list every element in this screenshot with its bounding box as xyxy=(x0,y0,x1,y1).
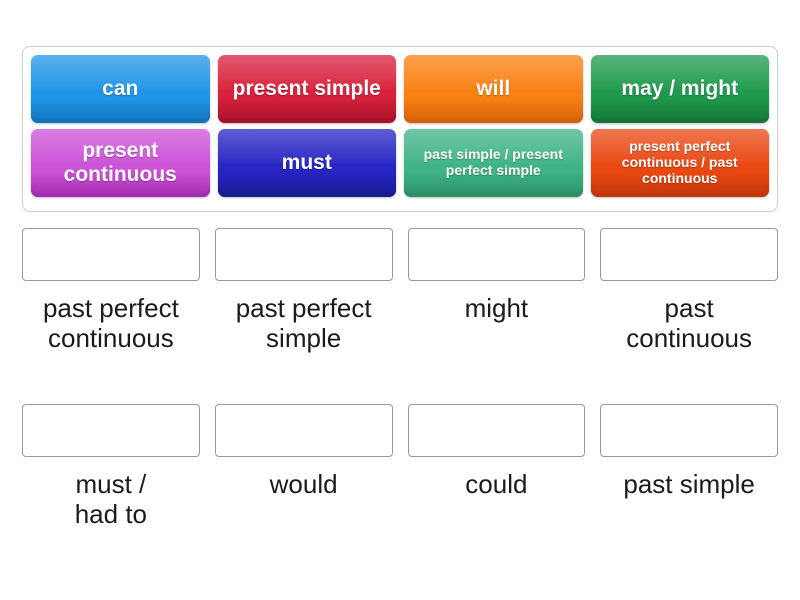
tile-label: must xyxy=(281,151,332,175)
draggable-tile[interactable]: present perfect continuous / past contin… xyxy=(590,129,769,197)
draggable-tile[interactable]: must xyxy=(217,129,396,197)
answer-label: past simple xyxy=(623,468,755,499)
drop-zone[interactable] xyxy=(214,403,393,457)
draggable-tile[interactable]: can xyxy=(31,55,210,123)
tile-tray: can present simple will may / might pres… xyxy=(22,46,778,212)
answer-label: past perfect continuous xyxy=(42,293,179,353)
drop-zone[interactable] xyxy=(600,403,778,457)
tile-label: present continuous xyxy=(63,139,177,186)
answer-grid: past perfect continuous past perfect sim… xyxy=(22,228,778,530)
draggable-tile[interactable]: present continuous xyxy=(31,129,210,197)
answer-cell: might xyxy=(407,228,586,354)
answer-cell: past perfect simple xyxy=(214,228,393,354)
drop-zone[interactable] xyxy=(22,228,200,281)
answer-cell: past continuous xyxy=(600,228,778,354)
answer-row: must / had to would could past simple xyxy=(22,403,778,530)
drop-zone[interactable] xyxy=(407,403,586,457)
answer-cell: would xyxy=(214,403,393,530)
answer-label: past perfect simple xyxy=(235,293,372,353)
drop-zone[interactable] xyxy=(214,228,393,281)
answer-label: past continuous xyxy=(626,293,752,353)
drop-zone[interactable] xyxy=(22,403,200,457)
tile-row: present continuous must past simple / pr… xyxy=(31,129,769,197)
tile-label: present simple xyxy=(232,77,381,101)
answer-label: would xyxy=(269,468,338,499)
answer-cell: past perfect continuous xyxy=(22,228,200,354)
drop-zone[interactable] xyxy=(600,228,778,281)
draggable-tile[interactable]: past simple / present perfect simple xyxy=(404,129,583,197)
tile-label: present perfect continuous / past contin… xyxy=(621,138,738,186)
draggable-tile[interactable]: present simple xyxy=(217,55,396,123)
tile-label: can xyxy=(102,77,139,101)
answer-cell: must / had to xyxy=(22,403,200,530)
tile-row: can present simple will may / might xyxy=(31,55,769,123)
answer-row: past perfect continuous past perfect sim… xyxy=(22,228,778,354)
answer-cell: past simple xyxy=(600,403,778,530)
drop-zone[interactable] xyxy=(407,228,586,281)
answer-label: could xyxy=(465,468,528,499)
answer-cell: could xyxy=(407,403,586,530)
tile-label: may / might xyxy=(621,77,739,101)
answer-label: might xyxy=(464,293,529,323)
tile-label: will xyxy=(476,77,511,101)
tile-label: past simple / present perfect simple xyxy=(423,146,563,178)
answer-label: must / had to xyxy=(74,468,148,529)
draggable-tile[interactable]: may / might xyxy=(590,55,769,123)
draggable-tile[interactable]: will xyxy=(404,55,583,123)
